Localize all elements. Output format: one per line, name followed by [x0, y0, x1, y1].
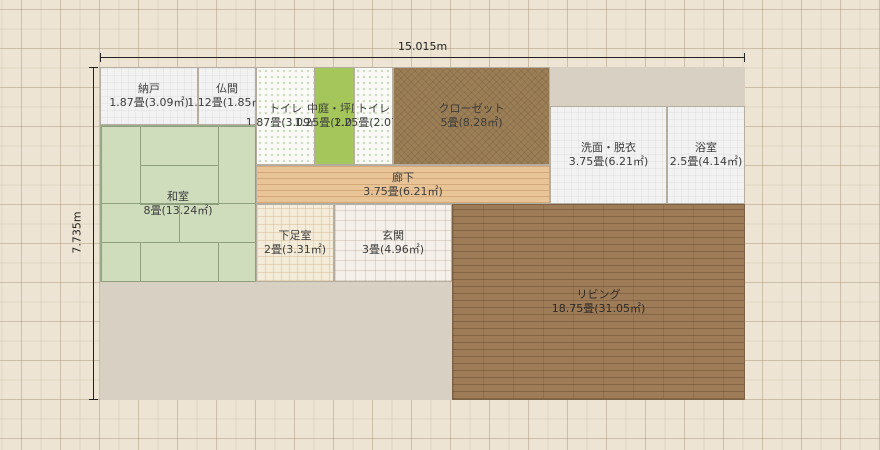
room-area: 2畳(3.31㎡) [263, 243, 327, 256]
height-dimension-line [93, 67, 94, 400]
room-rouka[interactable]: 廊下 3.75畳(6.21㎡) [256, 165, 550, 204]
room-senmen[interactable]: 洗面・脱衣 3.75畳(6.21㎡) [550, 106, 667, 204]
room-name: 洗面・脱衣 [581, 141, 636, 154]
room-nando[interactable]: 納戸 1.87畳(3.09㎡) [100, 67, 198, 125]
width-dimension-tick-right [744, 53, 745, 62]
height-dimension-tick-top [89, 67, 98, 68]
room-genkan[interactable]: 玄関 3畳(4.96㎡) [334, 204, 452, 282]
room-name: 中庭・坪庭 [307, 102, 362, 115]
room-nakaniwa[interactable]: 中庭・坪庭 1.25畳(2.07㎡) [295, 67, 374, 165]
room-name: リビング [576, 288, 621, 301]
room-gesokushitsu[interactable]: 下足室 2畳(3.31㎡) [256, 204, 334, 282]
room-area: 3.75畳(6.21㎡) [568, 155, 649, 168]
width-dimension-tick-left [100, 53, 101, 62]
room-name: 玄関 [382, 229, 404, 242]
room-area: 1.12畳(1.85㎡) [187, 96, 267, 109]
tatami-mat [101, 242, 141, 282]
room-butsuma[interactable]: 仏間 1.12畳(1.85㎡) [187, 67, 267, 125]
room-name: 納戸 [138, 82, 160, 95]
room-name: 仏間 [216, 82, 238, 95]
room-area: 1.87畳(3.09㎡) [109, 96, 189, 109]
room-toilet-2[interactable]: トイレ 1.25畳(2.07㎡) [334, 67, 413, 165]
room-name: トイレ [357, 102, 390, 115]
room-name: 下足室 [278, 229, 312, 242]
room-area: 8畳(13.24㎡) [143, 203, 213, 217]
room-name: 廊下 [392, 170, 414, 184]
width-dimension-label: 15.015m [398, 40, 448, 53]
tatami-mat [218, 126, 256, 204]
room-closet[interactable]: クローゼット 5畳(8.28㎡) [393, 67, 550, 165]
room-washitsu[interactable]: 和室 8畳(13.24㎡) [100, 125, 256, 282]
tatami-mat [101, 126, 141, 204]
height-dimension-tick-bottom [89, 399, 98, 400]
room-area: 1.87畳(3.09㎡) [245, 116, 326, 129]
tatami-mat [140, 242, 219, 282]
room-name: トイレ [269, 102, 302, 115]
room-name: 浴室 [695, 141, 717, 154]
width-dimension-line [100, 57, 745, 58]
room-toilet-1[interactable]: トイレ 1.87畳(3.09㎡) [246, 67, 325, 165]
room-area: 3畳(4.96㎡) [361, 243, 425, 256]
room-living[interactable]: リビング 18.75畳(31.05㎡) [452, 204, 745, 400]
room-area: 18.75畳(31.05㎡) [551, 302, 646, 315]
tatami-mat [140, 126, 219, 166]
room-name: 和室 [167, 189, 189, 203]
room-area: 5畳(8.28㎡) [440, 116, 503, 129]
room-area: 3.75畳(6.21㎡) [363, 184, 443, 198]
room-name: クローゼット [438, 102, 505, 115]
room-area: 2.5畳(4.14㎡) [669, 155, 743, 168]
room-yokushitsu[interactable]: 浴室 2.5畳(4.14㎡) [667, 106, 745, 204]
tatami-mat [218, 242, 256, 282]
height-dimension-label: 7.735m [70, 211, 84, 254]
